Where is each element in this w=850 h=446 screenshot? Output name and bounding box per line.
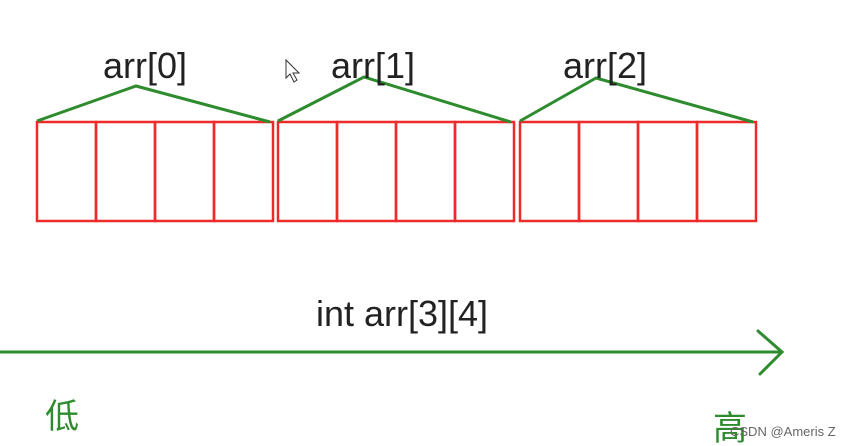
watermark: CSDN @Ameris Z — [730, 424, 836, 439]
group-label: arr[0] — [103, 45, 187, 86]
array-cell — [453, 120, 516, 223]
array-cell — [35, 120, 98, 223]
array-cell — [94, 120, 157, 223]
high-label: 高 — [713, 409, 747, 446]
array-cell — [577, 120, 640, 223]
array-cell — [335, 120, 398, 223]
low-label: 低 — [45, 397, 79, 437]
array-cell — [212, 120, 275, 223]
array-cell — [695, 120, 758, 223]
array-row-group: arr[2] — [518, 45, 758, 223]
array-row-group: arr[0] — [35, 45, 275, 223]
group-label: arr[2] — [563, 45, 647, 86]
array-row-group: arr[1] — [276, 45, 516, 223]
array-cell — [276, 120, 339, 223]
array-cell — [153, 120, 216, 223]
group-bracket — [36, 84, 271, 124]
array-cell — [394, 120, 457, 223]
array-cell — [518, 120, 581, 223]
address-arrow — [0, 329, 785, 376]
group-label: arr[1] — [331, 45, 415, 86]
group-bracket — [277, 75, 512, 124]
declaration-label: int arr[3][4] — [316, 293, 488, 334]
array-groups: arr[0] arr[1] arr[2] — [35, 45, 758, 223]
group-bracket — [519, 76, 754, 124]
mouse-cursor-icon — [285, 58, 301, 83]
array-cell — [636, 120, 699, 223]
